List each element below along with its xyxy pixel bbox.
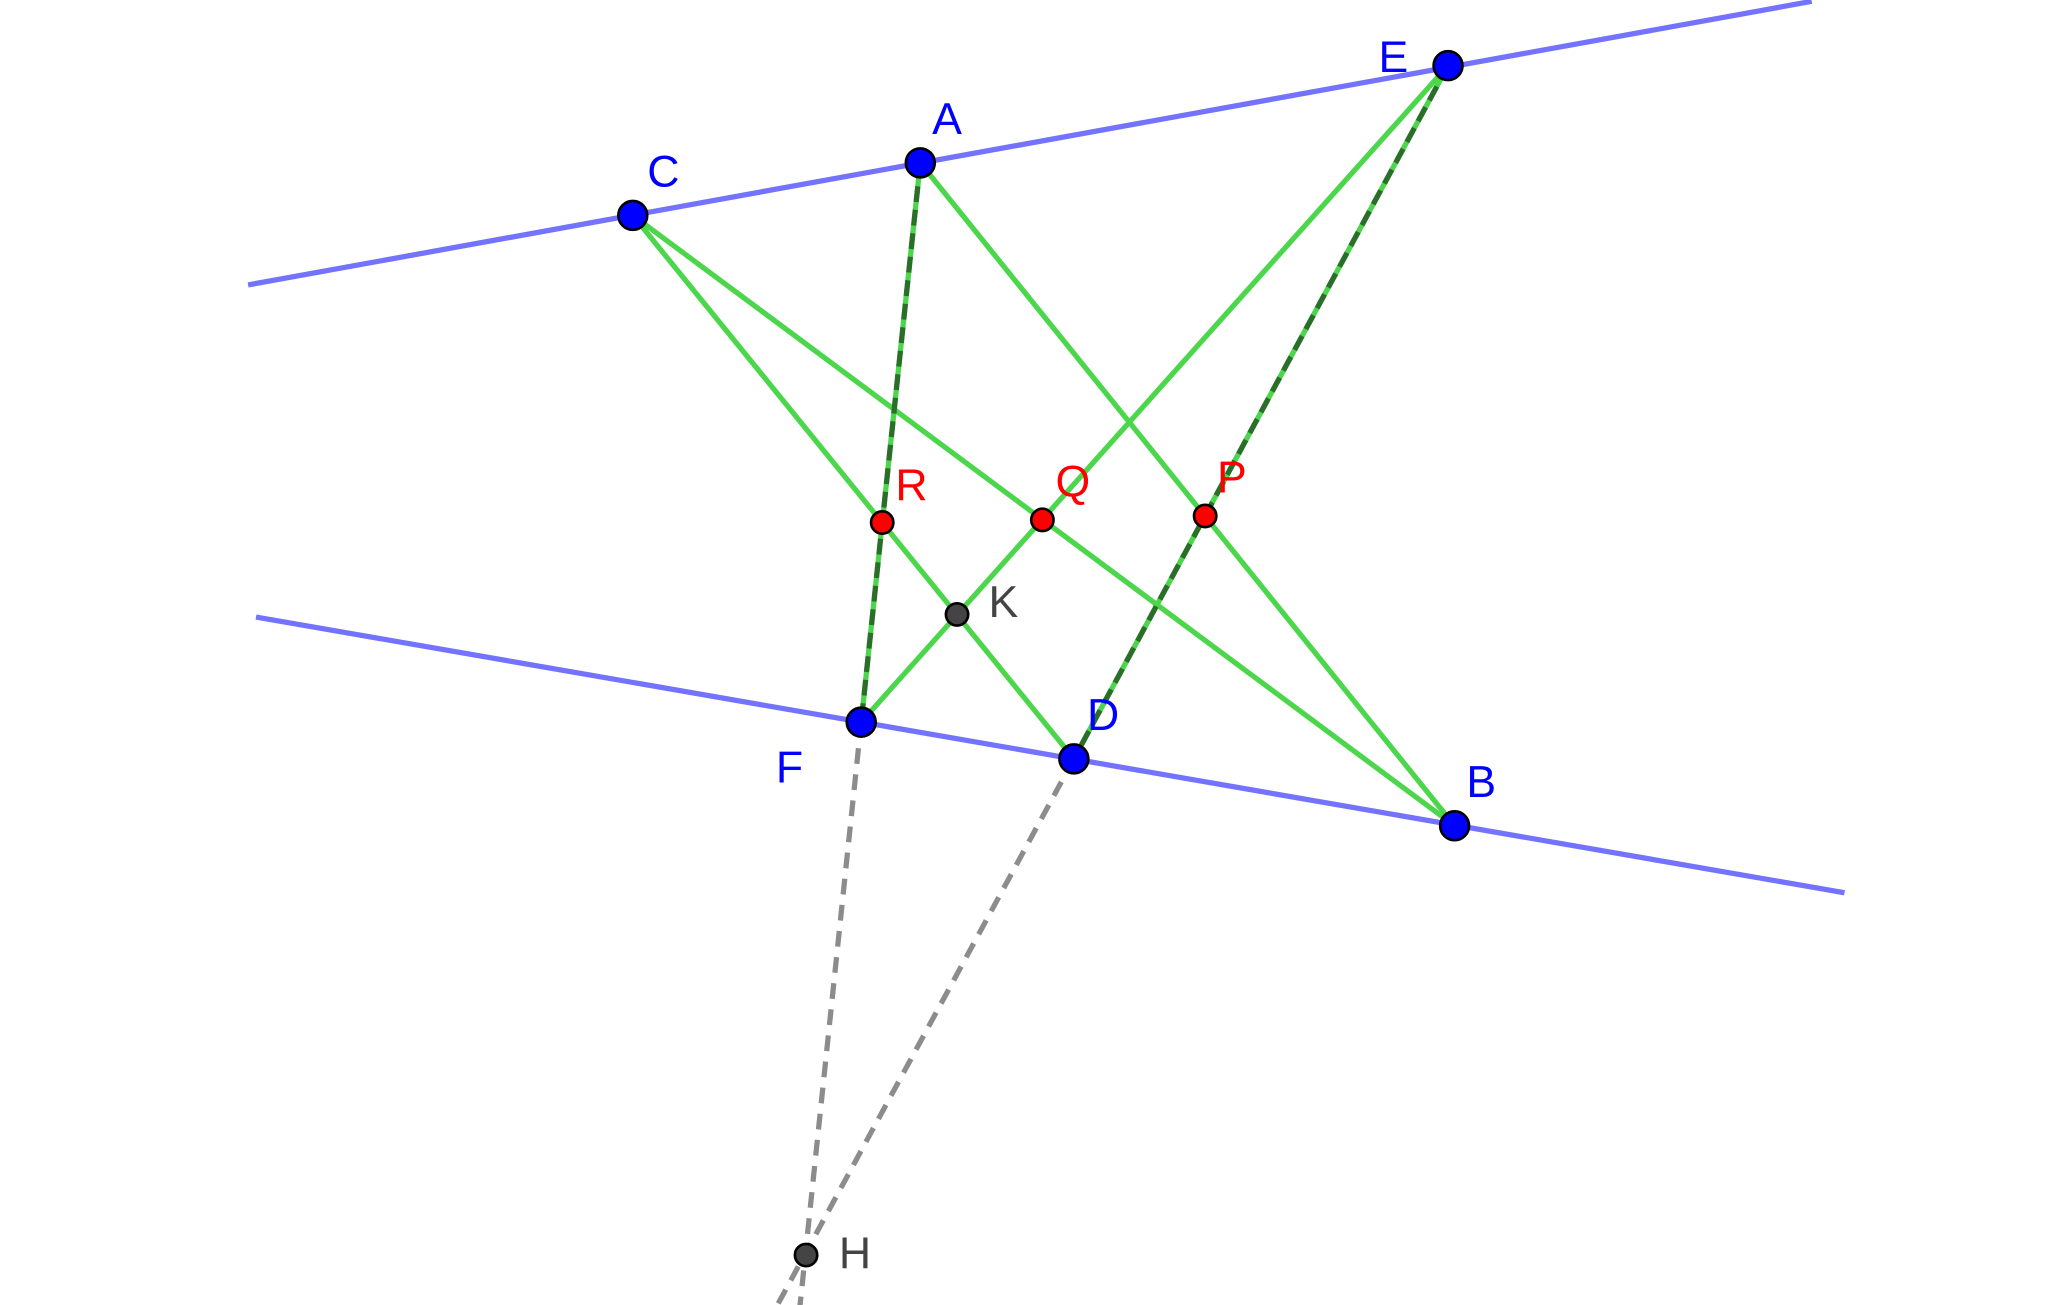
point-d[interactable] — [1058, 743, 1090, 775]
point-q[interactable] — [1029, 507, 1055, 533]
dashed-e-d — [1071, 64, 1451, 761]
upper-line[interactable] — [247, 0, 1813, 288]
label-p: P — [1217, 453, 1247, 502]
point-k[interactable] — [944, 601, 970, 627]
label-c: C — [647, 147, 679, 196]
line-d-h[interactable] — [774, 757, 1077, 1305]
segment-a-f[interactable] — [858, 162, 923, 723]
label-q: Q — [1056, 457, 1091, 506]
lower-line[interactable] — [255, 614, 1845, 896]
label-b: B — [1466, 758, 1496, 807]
point-h[interactable] — [793, 1242, 819, 1268]
point-e[interactable] — [1432, 49, 1464, 82]
label-r: R — [895, 461, 927, 510]
line-f-h[interactable] — [797, 721, 864, 1305]
label-f: F — [776, 743, 803, 792]
label-k: K — [989, 578, 1019, 627]
label-d: D — [1087, 691, 1119, 740]
segment-a-b[interactable] — [918, 161, 1457, 828]
point-c[interactable] — [617, 199, 649, 232]
point-p[interactable] — [1192, 503, 1218, 529]
point-a[interactable] — [904, 147, 937, 179]
point-r[interactable] — [869, 510, 895, 536]
label-a: A — [932, 95, 962, 144]
point-f[interactable] — [845, 706, 877, 738]
point-b[interactable] — [1438, 810, 1471, 842]
label-h: H — [839, 1229, 871, 1278]
segment-c-d[interactable] — [630, 213, 1076, 761]
label-e: E — [1378, 33, 1408, 82]
